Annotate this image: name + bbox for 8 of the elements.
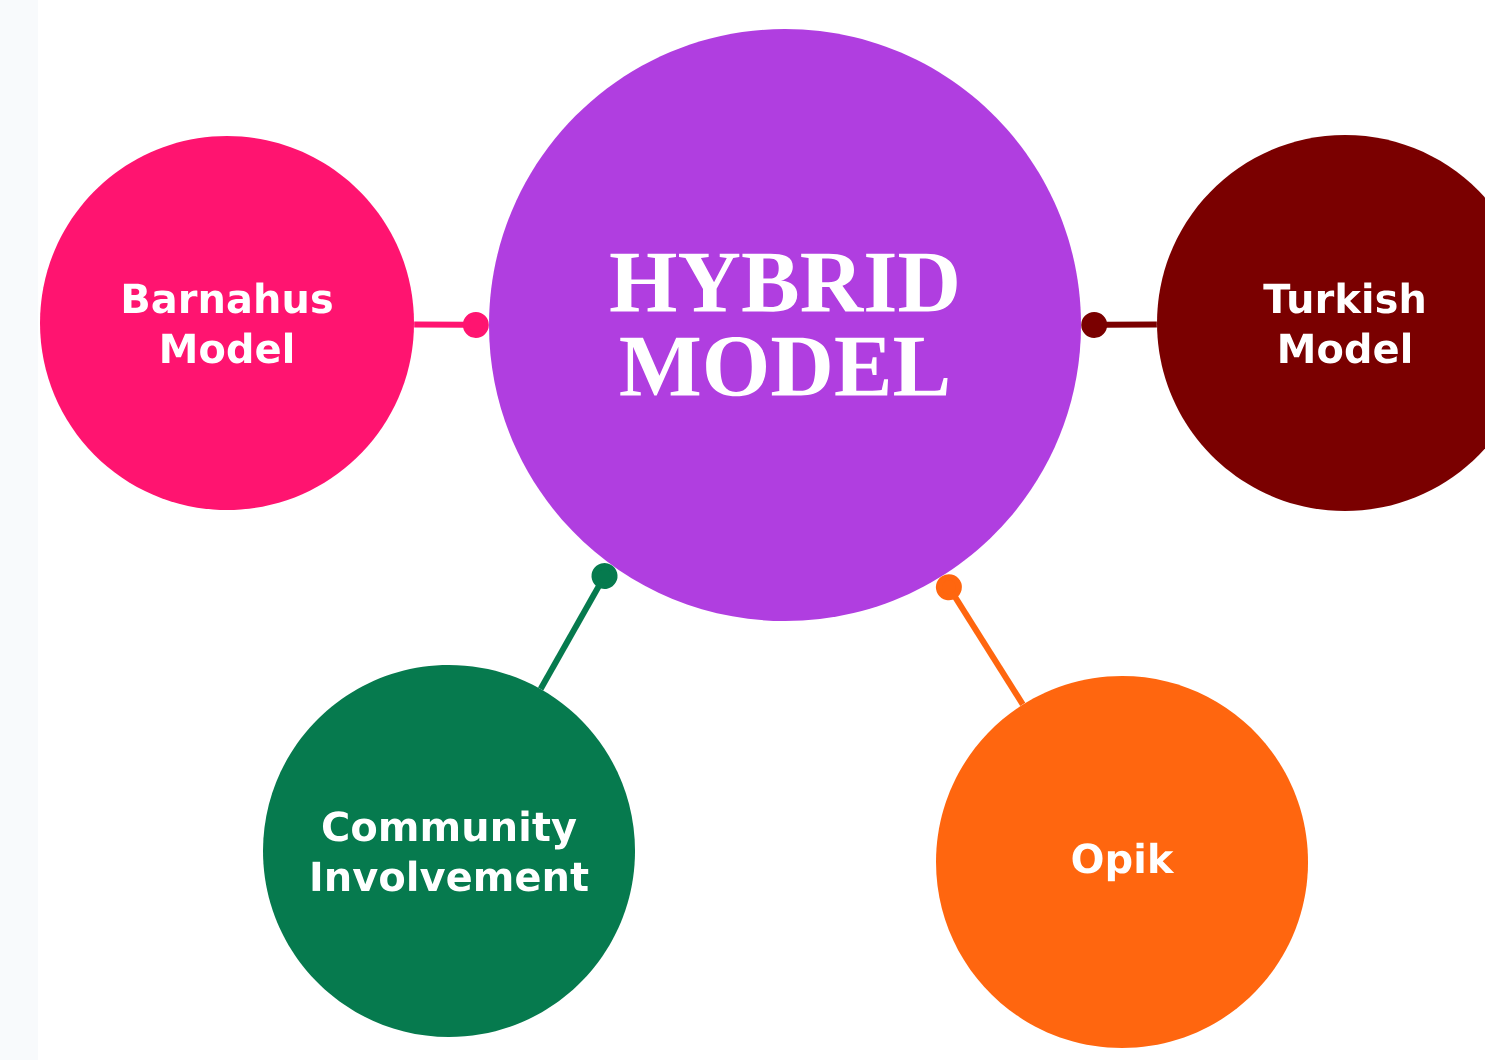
- circle-node: Barnahus Model: [40, 136, 414, 510]
- circle-node: Community Involvement: [263, 665, 635, 1037]
- connector: [1081, 311, 1157, 338]
- connector: [538, 562, 618, 691]
- circle-node: Opik: [936, 676, 1308, 1048]
- connector: [414, 311, 489, 338]
- circle-node: HYBRID MODEL: [489, 29, 1081, 621]
- connector: [935, 574, 1026, 707]
